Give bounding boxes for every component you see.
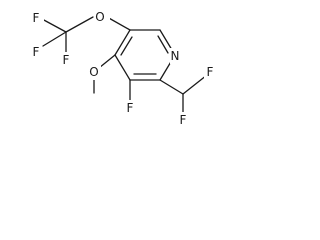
atom-n-ring: N [171,49,180,63]
bond-cf3-f1 [41,18,67,33]
atom-f-cf2-a: F [207,65,214,79]
bond-c5-o [106,16,131,31]
atom-f3: F [63,53,70,67]
atom-o-trifluoromethoxy: O [95,10,104,24]
atom-f1: F [33,11,40,25]
pyridine-ring [114,29,176,81]
atom-labels: O F F F N O F F F [30,8,216,128]
atom-f2: F [33,45,40,59]
chemical-structure: O F F F N O F F F [30,8,216,128]
bond-ring-c3-c4 [114,54,131,81]
bond-cf3-f2 [42,31,67,47]
bond-ring-c4-c5-double [120,36,133,56]
bond-o-cf3 [65,16,94,33]
bond-ring-c6-n-double [157,35,169,54]
atom-f-ring: F [127,101,134,115]
atom-o-methoxy: O [89,65,98,79]
bond-ring-c4-c5 [114,29,131,56]
atom-f-cf2-b: F [180,113,187,127]
bond-c2-cf2h [159,79,184,95]
bond-cf2h-fa [182,74,208,95]
